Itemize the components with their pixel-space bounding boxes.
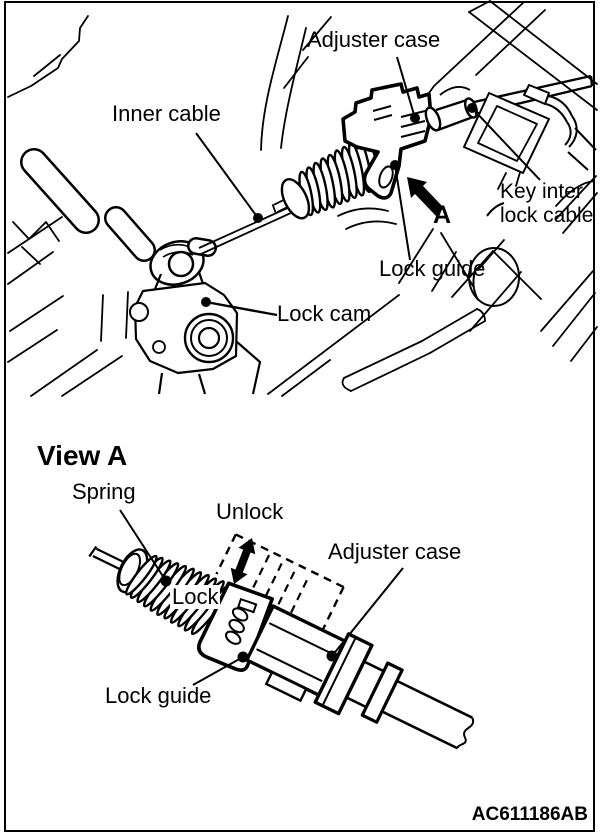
callout-dot (467, 103, 477, 113)
leader-key-interlock (471, 107, 541, 181)
label-spring: Spring (72, 479, 136, 504)
lock-cam-plate (129, 271, 262, 395)
background-body-lines (7, 0, 598, 397)
label-lock-guide-detail: Lock guide (105, 683, 212, 708)
callout-dots-detail (160, 575, 338, 663)
callout-dots-main (201, 103, 477, 307)
view-a-title: View A (37, 440, 128, 471)
figure-code: AC611186AB (471, 804, 588, 825)
unlock-position-dashed (215, 533, 345, 635)
label-inner-cable: Inner cable (112, 101, 221, 126)
callout-leaders-main (195, 56, 541, 317)
label-key-interlock-line2: lock cable (500, 204, 594, 227)
leader-lock-cam (205, 300, 278, 317)
view-a-assembly (88, 533, 475, 750)
callout-dot (253, 213, 263, 223)
label-key-interlock-line1: Key inter (500, 180, 583, 203)
detail-rod (381, 679, 475, 750)
leader-spring (119, 509, 167, 582)
brake-lever-assembly (20, 148, 217, 286)
label-view-arrow-letter: A (433, 201, 452, 229)
view-direction-arrow (407, 177, 444, 216)
label-adjuster-case-main: Adjuster case (307, 27, 441, 52)
figure-border (4, 1, 595, 832)
callout-dot (326, 650, 338, 662)
cable-end-loop (468, 247, 520, 307)
leader-inner-cable (195, 132, 259, 219)
label-lock-guide-main: Lock guide (379, 256, 486, 281)
label-unlock: Unlock (216, 499, 284, 524)
lock-unlock-arrow (230, 538, 256, 584)
leader-lock-guide-detail (192, 656, 244, 686)
detail-flange (313, 632, 374, 716)
label-adjuster-case-detail: Adjuster case (328, 539, 462, 564)
label-lock-cam: Lock cam (277, 301, 372, 326)
adjuster-case-part (341, 82, 442, 200)
callout-leaders-detail (119, 509, 404, 686)
key-interlock-unit (463, 84, 597, 174)
detail-ring (360, 661, 404, 724)
callout-dot (410, 113, 420, 123)
callout-dot (201, 297, 211, 307)
leader-adjuster-case-detail (331, 567, 404, 657)
leader-key-interlock-curve (486, 202, 505, 217)
callout-dot (237, 651, 249, 663)
label-lock: Lock (170, 584, 221, 609)
callout-dot (160, 575, 172, 587)
callout-dot (390, 160, 400, 170)
leader-adjuster-case (396, 56, 416, 119)
leader-lock-guide (394, 164, 411, 261)
